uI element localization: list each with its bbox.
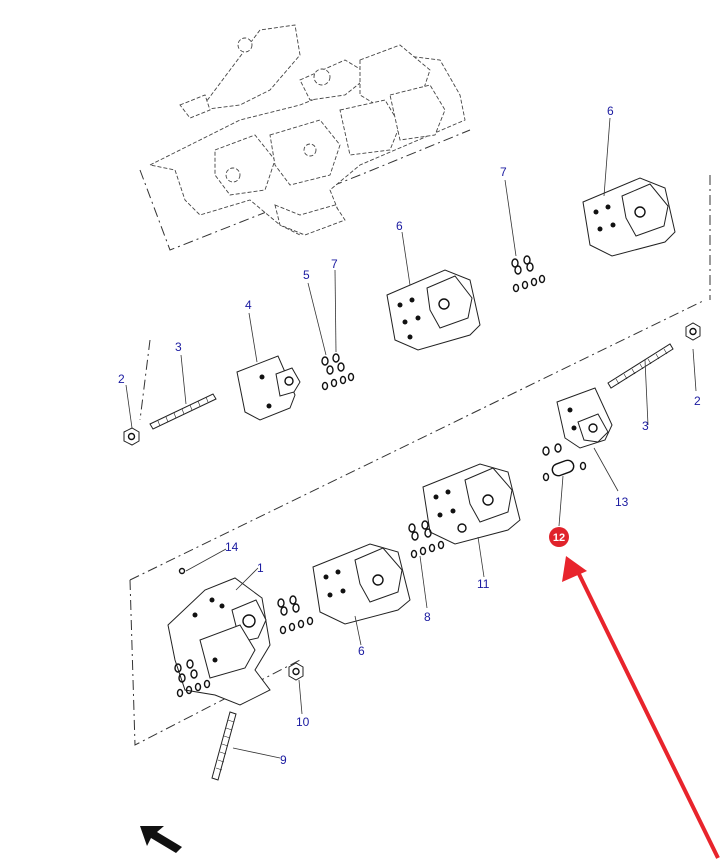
label-part-11: 11 xyxy=(477,577,490,591)
label-part-5: 5 xyxy=(303,268,310,282)
stud-bolt-9 xyxy=(211,711,237,781)
label-part-4: 4 xyxy=(245,298,252,312)
label-part-1: 1 xyxy=(257,561,264,575)
seal-group-12 xyxy=(542,443,587,482)
red-pointer-arrow xyxy=(562,556,720,859)
plug-14 xyxy=(178,567,186,575)
label-part-2-right: 2 xyxy=(694,394,701,408)
highlight-badge-12[interactable]: 12 xyxy=(549,527,569,547)
label-part-14: 14 xyxy=(225,540,239,554)
nut-10 xyxy=(288,662,304,681)
leader-lines xyxy=(125,117,697,759)
label-part-8: 8 xyxy=(424,610,431,624)
label-part-7-mid: 7 xyxy=(331,257,338,271)
ghost-assembly xyxy=(139,24,471,251)
label-part-10: 10 xyxy=(296,715,310,729)
valve-section-top xyxy=(582,177,676,257)
valve-section-11 xyxy=(422,463,521,545)
seal-group-8 xyxy=(408,520,445,559)
label-part-9: 9 xyxy=(280,753,287,767)
label-part-3-right: 3 xyxy=(642,419,649,433)
end-plate-lower xyxy=(556,387,613,449)
seal-group-inlet xyxy=(277,595,314,635)
label-part-6-top: 6 xyxy=(607,104,614,118)
inlet-section xyxy=(167,577,271,706)
part-number-labels: 1 2 2 3 3 4 5 6 6 6 7 7 8 9 10 11 13 14 xyxy=(118,104,701,767)
seal-group-upper xyxy=(321,353,355,391)
orientation-arrow-icon xyxy=(140,826,182,853)
highlight-label-12: 12 xyxy=(553,532,565,544)
end-plate-upper xyxy=(236,355,301,421)
stud-bolt-right xyxy=(607,343,674,389)
label-part-2-left: 2 xyxy=(118,372,125,386)
stud-bolt-left xyxy=(149,393,217,430)
seal-group-top xyxy=(511,255,546,293)
label-part-13: 13 xyxy=(615,495,629,509)
valve-section-mid xyxy=(386,269,481,351)
label-part-6-low: 6 xyxy=(358,644,365,658)
valve-section-low xyxy=(312,543,411,625)
nut-left xyxy=(123,427,140,446)
label-part-7-top: 7 xyxy=(500,165,507,179)
label-part-6-mid: 6 xyxy=(396,219,403,233)
nut-right xyxy=(685,322,701,341)
label-part-3-left: 3 xyxy=(175,340,182,354)
